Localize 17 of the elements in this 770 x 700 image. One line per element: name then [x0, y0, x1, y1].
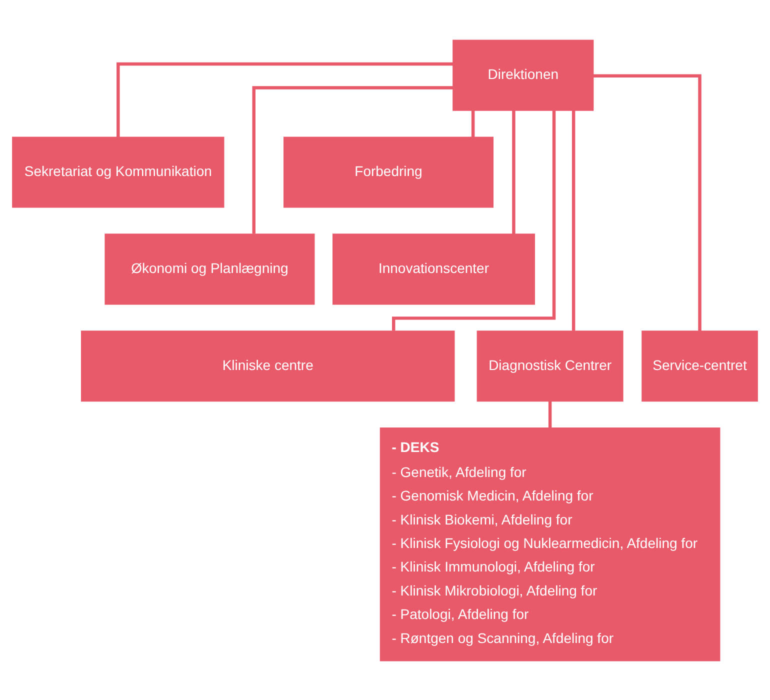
- node-box: Forbedring: [283, 136, 494, 208]
- connector: [471, 110, 475, 137]
- connector: [512, 110, 516, 234]
- node-box: Kliniske centre: [81, 330, 455, 402]
- connector: [252, 86, 454, 234]
- connector: [572, 110, 576, 330]
- node-box: Service-centret: [642, 330, 758, 402]
- connector: [548, 400, 552, 428]
- node-box: - DEKS - Genetik, Afdeling for - Genomisk Medicin, Afdeling for - Klinisk Biokemi, Afdeling for - Klinisk Fysiologi og Nuklearmedicin, Afdeling for - Klinisk Immunologi, Afdeling for - Klinisk Mikrobiologi, Afdeling for - Patologi, Afdeling for - Røntgen og Scanning, Afdeling for: [380, 427, 720, 661]
- node-box: Innovationscenter: [332, 233, 535, 304]
- node-box: Diagnostisk Centrer: [476, 330, 624, 402]
- node-box: Økonomi og Planlægning: [104, 233, 315, 304]
- node-box: Sekretariat og Kommunikation: [12, 136, 224, 208]
- connector: [593, 74, 702, 331]
- connector: [392, 110, 556, 330]
- connector: [116, 62, 454, 137]
- node-box: Direktionen: [452, 39, 594, 110]
